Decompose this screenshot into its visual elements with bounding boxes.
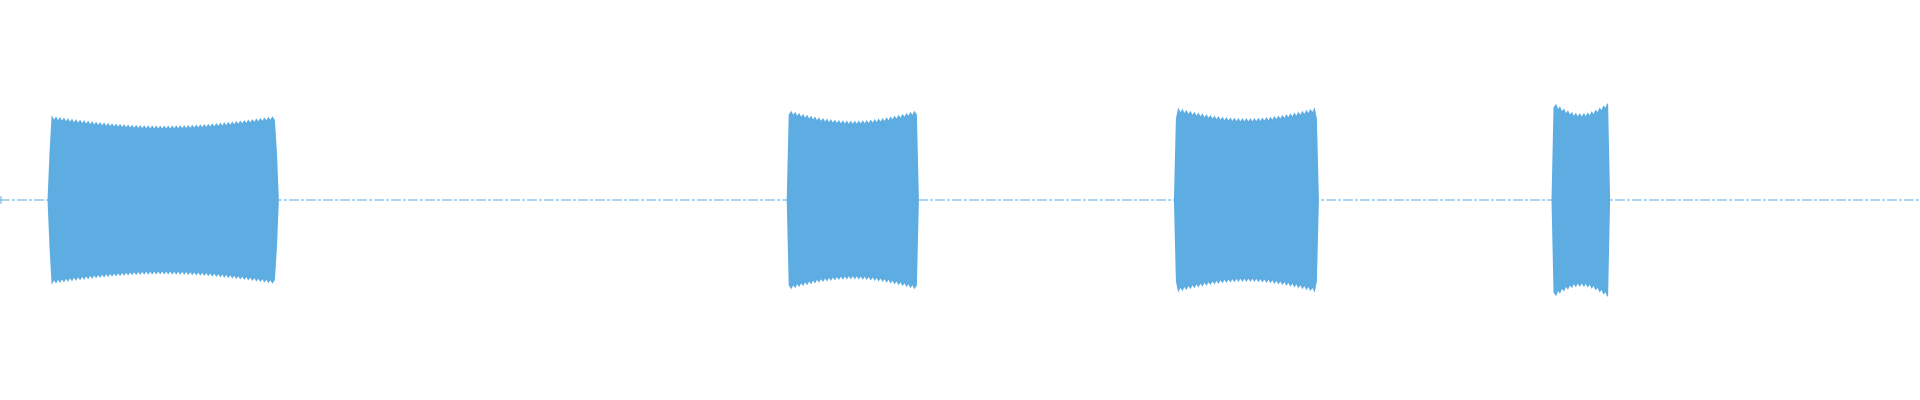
waveform-burst-4: [1551, 103, 1611, 297]
waveform-burst-2: [786, 110, 919, 290]
waveform-burst-3: [1173, 107, 1319, 293]
waveform-bursts: [0, 103, 1611, 297]
waveform-burst-1: [47, 115, 279, 285]
